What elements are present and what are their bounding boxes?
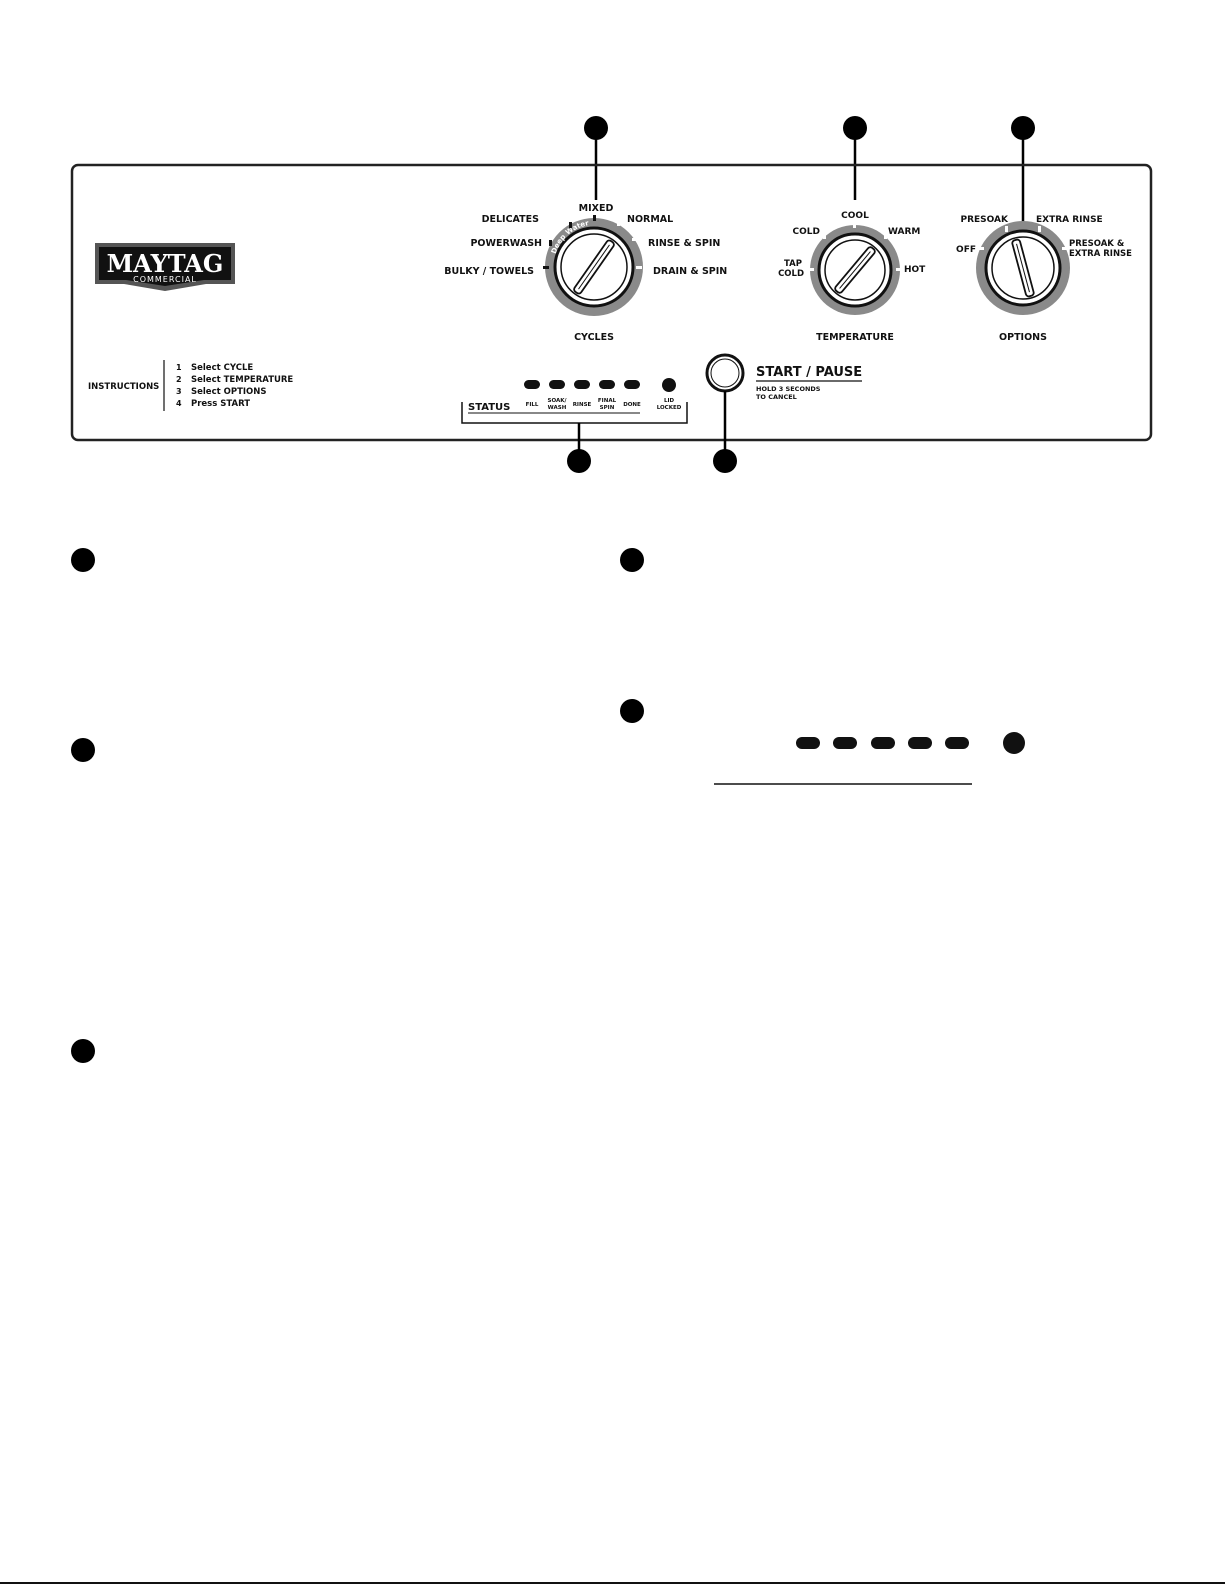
cycle-knob[interactable]: Deep Water: [543, 215, 643, 316]
cycle-option-normal[interactable]: NORMAL: [627, 214, 673, 225]
status-title: STATUS: [468, 402, 510, 413]
instruction-step-1: Select CYCLE: [191, 363, 253, 373]
temp-option-hot[interactable]: HOT: [904, 265, 926, 275]
instruction-num-4: 4: [176, 399, 182, 408]
section-marker-4: [620, 548, 644, 572]
status-label-rinse: RINSE: [573, 402, 592, 408]
status-label-locked: LOCKED: [657, 405, 682, 411]
brand-name: MAYTAG: [107, 249, 224, 278]
status-light-fill: [524, 380, 540, 389]
status-light-done: [624, 380, 640, 389]
instruction-step-4: Press START: [191, 399, 250, 409]
section-marker-5: [620, 699, 644, 723]
status-label-done: DONE: [623, 402, 641, 408]
status-light-rinse: [574, 380, 590, 389]
options-knob[interactable]: [976, 221, 1070, 315]
start-pause-button[interactable]: [705, 353, 745, 393]
section-marker-1: [71, 548, 95, 572]
brand-sub: COMMERCIAL: [133, 275, 197, 284]
option-presoak-extra-rinse-line1[interactable]: PRESOAK &: [1069, 239, 1125, 249]
temp-option-tap-cold[interactable]: COLD: [778, 269, 804, 279]
status-label-wash: WASH: [548, 405, 567, 411]
temp-option-cold[interactable]: COLD: [793, 227, 820, 237]
cycle-option-drain-spin[interactable]: DRAIN & SPIN: [653, 266, 727, 277]
callout-marker-start: [713, 449, 737, 473]
callout-marker-temperature: [843, 116, 867, 140]
temperature-knob[interactable]: [808, 222, 902, 315]
options-title: OPTIONS: [999, 332, 1047, 343]
option-off[interactable]: OFF: [956, 245, 976, 255]
instructions: INSTRUCTIONS 1 Select CYCLE 2 Select TEM…: [88, 360, 293, 411]
section-marker-3: [71, 1039, 95, 1063]
status-label-soak: SOAK/: [547, 398, 567, 404]
instruction-num-1: 1: [176, 363, 182, 372]
instruction-num-2: 2: [176, 375, 182, 384]
cycle-title: CYCLES: [574, 332, 614, 343]
option-extra-rinse[interactable]: EXTRA RINSE: [1036, 215, 1103, 225]
start-hint-line1: HOLD 3 SECONDS: [756, 385, 821, 393]
reference-light-lid: [1003, 732, 1025, 754]
instruction-step-3: Select OPTIONS: [191, 387, 267, 397]
status-lights-reference: [714, 732, 1025, 785]
control-panel: [70, 163, 1153, 442]
reference-light-4: [908, 737, 932, 749]
temp-option-cool[interactable]: COOL: [841, 211, 869, 221]
option-presoak[interactable]: PRESOAK: [960, 215, 1009, 225]
status-indicator-group: FILL SOAK/ WASH RINSE FINAL SPIN DONE LI…: [461, 378, 688, 458]
cycle-option-rinse-spin[interactable]: RINSE & SPIN: [648, 238, 720, 249]
instruction-num-3: 3: [176, 387, 182, 396]
option-presoak-extra-rinse-line2[interactable]: EXTRA RINSE: [1069, 249, 1132, 259]
status-label-lid: LID: [664, 398, 675, 404]
maytag-logo: MAYTAG COMMERCIAL: [95, 243, 235, 291]
status-light-final-spin: [599, 380, 615, 389]
start-pause-label: START / PAUSE: [756, 365, 862, 380]
instruction-step-2: Select TEMPERATURE: [191, 375, 293, 385]
status-label-spin: SPIN: [600, 405, 615, 411]
callout-marker-status: [567, 449, 591, 473]
reference-light-1: [796, 737, 820, 749]
status-label-fill: FILL: [526, 402, 539, 408]
section-marker-2: [71, 738, 95, 762]
status-label-final: FINAL: [598, 398, 617, 404]
status-light-soak-wash: [549, 380, 565, 389]
reference-light-3: [871, 737, 895, 749]
reference-light-5: [945, 737, 969, 749]
start-hint-line2: TO CANCEL: [756, 393, 797, 401]
status-light-lid-locked: [662, 378, 676, 392]
cycle-option-bulky-towels[interactable]: BULKY / TOWELS: [444, 266, 534, 277]
callout-marker-cycles: [584, 116, 608, 140]
callout-marker-options: [1011, 116, 1035, 140]
temp-option-warm[interactable]: WARM: [888, 227, 920, 237]
cycle-option-powerwash[interactable]: POWERWASH: [470, 238, 542, 249]
temp-option-tap[interactable]: TAP: [784, 259, 802, 269]
cycle-option-delicates[interactable]: DELICATES: [482, 214, 540, 225]
reference-light-2: [833, 737, 857, 749]
instructions-label: INSTRUCTIONS: [88, 382, 159, 392]
temperature-title: TEMPERATURE: [816, 332, 894, 343]
cycle-option-mixed[interactable]: MIXED: [579, 203, 614, 214]
